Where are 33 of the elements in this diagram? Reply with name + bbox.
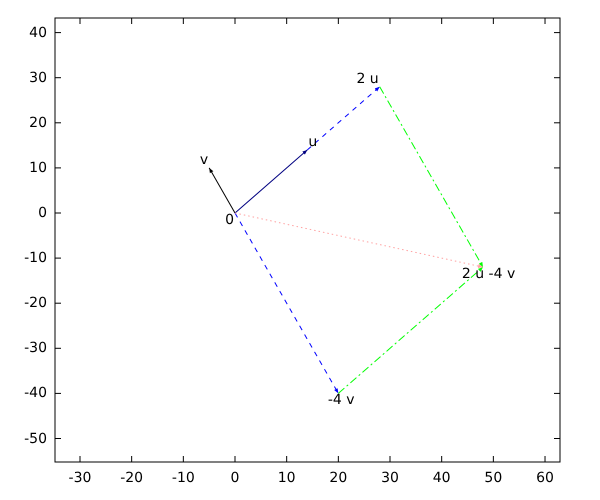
axis-tick-label: 0	[38, 205, 47, 221]
vector-arrow	[234, 149, 308, 214]
vector-label: v	[198, 152, 210, 168]
vector-arrow	[208, 167, 236, 214]
axis-tick-label: 10	[278, 470, 296, 486]
axis-tick-label: 30	[381, 470, 399, 486]
axis-tick-label: 20	[29, 114, 47, 131]
axis-tick-label: 10	[29, 160, 47, 176]
axis-tick-label: -10	[172, 470, 195, 486]
axis-tick-label: -50	[24, 430, 47, 446]
axis-tick-label: 60	[536, 470, 554, 486]
vector-arrow	[306, 86, 380, 150]
vector-arrow	[338, 266, 484, 394]
vector-label: -4 v	[326, 393, 356, 408]
vector-label: 2 u -4 v	[460, 267, 516, 282]
axis-tick-label: -30	[24, 340, 47, 356]
vector-arrow	[234, 212, 339, 394]
axis-tick-label: -20	[24, 295, 47, 312]
axis-tick-label: -20	[120, 470, 144, 486]
axis-tick-label: -40	[24, 385, 47, 402]
axis-tick-label: 40	[29, 24, 47, 41]
vector-arrow	[234, 212, 484, 268]
axis-tick-label: -10	[24, 250, 47, 266]
axis-tick-label: 40	[432, 470, 451, 486]
axis-tick-label: 0	[230, 470, 240, 486]
axis-tick-label: -30	[68, 470, 92, 486]
axis-tick-label: 30	[29, 70, 47, 86]
axis-tick-label: 50	[484, 470, 502, 486]
vector-label: 0	[224, 213, 235, 228]
vector-label: 2 u	[355, 72, 380, 87]
vector-arrow	[379, 86, 484, 268]
vector-label: u	[307, 134, 318, 150]
axis-tick-label: 20	[329, 470, 348, 486]
